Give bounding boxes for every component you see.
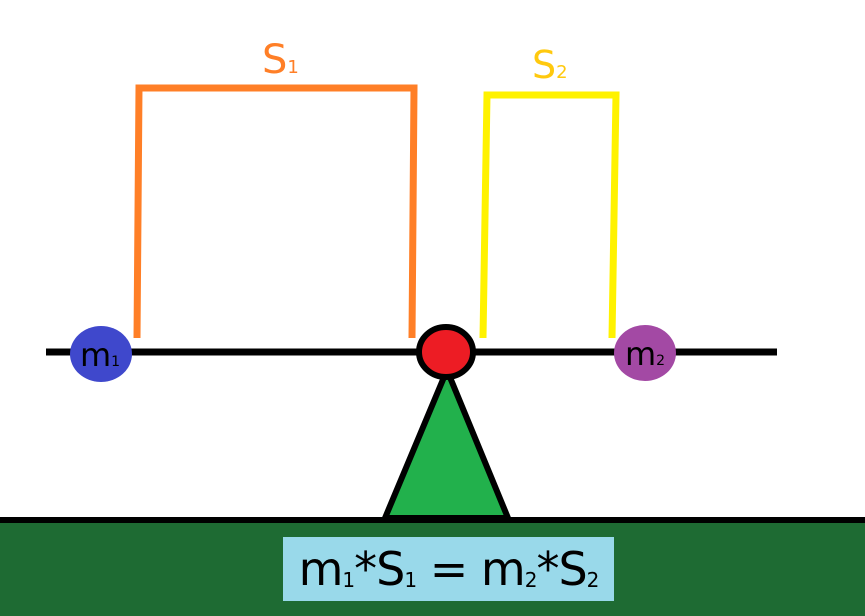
label-m2: m2: [625, 335, 665, 373]
mass1-ellipse: [70, 326, 132, 382]
formula: m1*S1 = m2*S2: [298, 542, 600, 596]
formula-box: m1*S1 = m2*S2: [283, 537, 614, 601]
label-s2: S2: [532, 43, 568, 87]
pivot-circle: [416, 324, 476, 380]
arm1-bracket: [133, 84, 418, 339]
label-m1: m1: [80, 336, 120, 374]
mass2-ellipse: [614, 325, 676, 381]
fulcrum-triangle: [382, 367, 511, 521]
arm2-bracket: [479, 91, 620, 339]
label-s1: S1: [262, 37, 299, 83]
